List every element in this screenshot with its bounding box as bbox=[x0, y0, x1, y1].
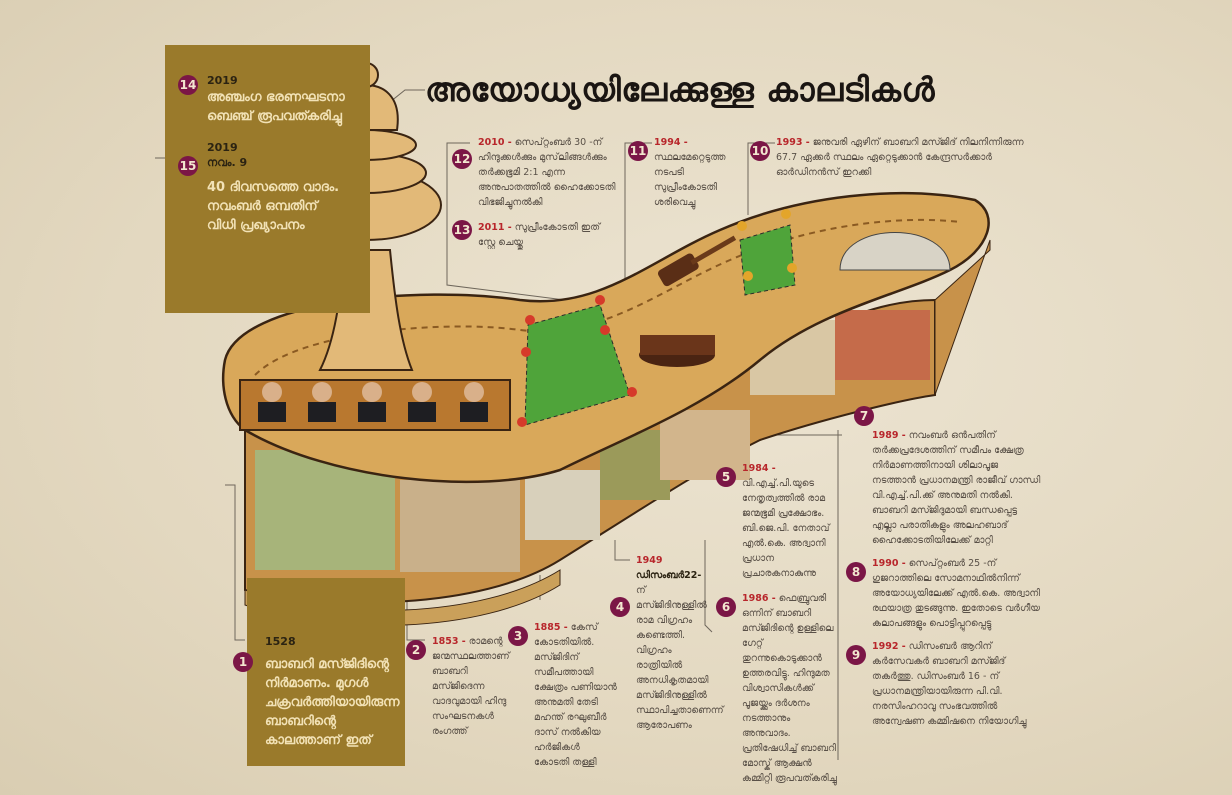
event-4-year: 1949 bbox=[636, 555, 663, 566]
gavel-icon bbox=[657, 235, 737, 287]
scene-demolition bbox=[835, 310, 930, 380]
badge-7: 7 bbox=[854, 406, 874, 426]
judges bbox=[258, 382, 488, 422]
badge-8: 8 bbox=[846, 562, 866, 582]
events-5-6-column: 5 1984 - വി.എച്ച്.പി.യുടെ നേതൃത്വത്തിൽ ര… bbox=[716, 461, 840, 786]
event-4: 4 1949 ഡിസംബർ22- ന് മസ്ജിദിനുള്ളിൽ രാമ വിഗ… bbox=[610, 553, 724, 733]
event-10: 10 1993 - ജനുവരി ഏഴിന് ബാബറി മസ്ജിദ് നില… bbox=[750, 135, 1031, 180]
event-5-year: 1984 - bbox=[742, 463, 776, 474]
event-3-column: 3 1885 - കേസ് കോടതിയിൽ. മസ്ജിദിന് സമീപത്… bbox=[508, 620, 618, 770]
acquired-land-plot bbox=[739, 224, 796, 296]
event-13-year: 2011 - bbox=[478, 222, 512, 233]
event-11-year: 1994 - bbox=[654, 137, 688, 148]
event-4-date: ഡിസംബർ22- bbox=[636, 570, 702, 581]
event-8-year: 1990 - bbox=[872, 558, 906, 569]
event-15-year: 2019 bbox=[207, 141, 238, 154]
event-3-year: 1885 - bbox=[534, 622, 568, 633]
event-4-text: ന് മസ്ജിദിനുള്ളിൽ രാമ വിഗ്രഹം കണ്ടെത്തി.… bbox=[636, 585, 724, 731]
history-scenes bbox=[255, 310, 930, 572]
event-9-text: ഡിസംബർ ആറിന് കർസേവകർ ബാബറി മസ്ജിദ് തകർത്… bbox=[872, 641, 1027, 727]
connector-line bbox=[704, 540, 713, 633]
scene-mosque-interior bbox=[400, 480, 520, 572]
connector-line bbox=[446, 142, 566, 301]
page-title: അയോധ്യയിലേക്കുള്ള കാലടികൾ bbox=[425, 70, 936, 109]
event-12: 12 2010 - സെപ്റ്റംബർ 30 -ന് ഹിന്ദുക്കൾക്… bbox=[452, 135, 618, 210]
event-10-column: 10 1993 - ജനുവരി ഏഴിന് ബാബറി മസ്ജിദ് നില… bbox=[750, 135, 1031, 180]
bottom-left-box: 1 1528 ബാബറി മസ്ജിദിന്റെ നിർമാണം. മുഗൾ ച… bbox=[233, 578, 405, 766]
event-14-text: അഞ്ചംഗ ഭരണഘടനാ ബെഞ്ച് രൂപവത്കരിച്ചു bbox=[207, 90, 345, 124]
event-14: 14 2019 അഞ്ചംഗ ഭരണഘടനാ ബെഞ്ച് രൂപവത്കരിച… bbox=[178, 73, 350, 126]
scene-court bbox=[525, 470, 600, 540]
location-pins-yellow bbox=[737, 209, 797, 281]
event-9: 9 1992 - ഡിസംബർ ആറിന് കർസേവകർ ബാബറി മസ്ജ… bbox=[846, 639, 1042, 729]
event-15-date: നവം. 9 bbox=[207, 156, 248, 169]
event-3: 3 1885 - കേസ് കോടതിയിൽ. മസ്ജിദിന് സമീപത്… bbox=[508, 620, 618, 770]
event-1: 1 1528 ബാബറി മസ്ജിദിന്റെ നിർമാണം. മുഗൾ ച… bbox=[233, 634, 400, 750]
event-15: 15 2019 നവം. 9 40 ദിവസത്തെ വാദം. നവംബർ ഒ… bbox=[178, 140, 350, 235]
event-11: 11 1994 - സ്ഥലമേറ്റെടുത്ത നടപടി സുപ്രീംക… bbox=[628, 135, 742, 210]
gavel-block-top bbox=[640, 335, 715, 355]
event-2-text: രാമന്റെ ജന്മസ്ഥലത്താണ് ബാബറി മസ്ജിദെന്ന … bbox=[432, 636, 510, 737]
event-3-text: കേസ് കോടതിയിൽ. മസ്ജിദിന് സമീപത്തായി ക്ഷേ… bbox=[534, 622, 617, 768]
event-8: 8 1990 - സെപ്റ്റംബർ 25 -ന് ഗുജറാത്തിലെ സ… bbox=[846, 556, 1042, 631]
event-2-year: 1853 - bbox=[432, 636, 466, 647]
event-12-text: സെപ്റ്റംബർ 30 -ന് ഹിന്ദുക്കൾക്കും മുസ്‌ല… bbox=[478, 137, 616, 208]
platform-end bbox=[934, 239, 991, 396]
events-7-8-9-column: 7 1989 - നവംബർ ഒൻപതിന് തർക്കപ്രദേശത്തിന്… bbox=[846, 406, 1042, 729]
connector-line bbox=[225, 484, 245, 641]
badge-12: 12 bbox=[452, 149, 472, 169]
event-4-column: 4 1949 ഡിസംബർ22- ന് മസ്ജിദിനുള്ളിൽ രാമ വിഗ… bbox=[610, 553, 724, 733]
event-7-year: 1989 - bbox=[872, 430, 906, 441]
event-13: 13 2011 - സുപ്രീംകോടതി ഇത് സ്റ്റേ ചെയ്തു bbox=[452, 220, 618, 250]
scene-leader bbox=[660, 410, 750, 480]
badge-1: 1 bbox=[233, 652, 253, 672]
event-6: 6 1986 - ഫെബ്രുവരി ഒന്നിന് ബാബറി മസ്ജിദി… bbox=[716, 591, 840, 786]
event-1-text: ബാബറി മസ്ജിദിന്റെ നിർമാണം. മുഗൾ ചക്രവർത്… bbox=[265, 657, 400, 748]
badge-9: 9 bbox=[846, 645, 866, 665]
event-13-text: സുപ്രീംകോടതി ഇത് സ്റ്റേ ചെയ്തു bbox=[478, 222, 601, 248]
badge-11: 11 bbox=[628, 141, 648, 161]
badge-4: 4 bbox=[610, 597, 630, 617]
event-10-year: 1993 - bbox=[776, 137, 810, 148]
badge-3: 3 bbox=[508, 626, 528, 646]
event-8-text: സെപ്റ്റംബർ 25 -ന് ഗുജറാത്തിലെ സോമനാഥിൽനി… bbox=[872, 558, 1040, 629]
event-5: 5 1984 - വി.എച്ച്.പി.യുടെ നേതൃത്വത്തിൽ ര… bbox=[716, 461, 840, 581]
top-left-box: 14 2019 അഞ്ചംഗ ഭരണഘടനാ ബെഞ്ച് രൂപവത്കരിച… bbox=[165, 45, 370, 313]
event-6-year: 1986 - bbox=[742, 593, 776, 604]
event-11-text: സ്ഥലമേറ്റെടുത്ത നടപടി സുപ്രീംകോടതി ശരിവെ… bbox=[654, 152, 726, 208]
badge-15: 15 bbox=[178, 156, 198, 176]
event-2-column: 2 1853 - രാമന്റെ ജന്മസ്ഥലത്താണ് ബാബറി മസ… bbox=[406, 634, 510, 739]
badge-14: 14 bbox=[178, 75, 198, 95]
event-7-text: നവംബർ ഒൻപതിന് തർക്കപ്രദേശത്തിന് സമീപം ക്… bbox=[872, 430, 1041, 546]
mosque-dome bbox=[839, 232, 951, 271]
badge-6: 6 bbox=[716, 597, 736, 617]
event-11-column: 11 1994 - സ്ഥലമേറ്റെടുത്ത നടപടി സുപ്രീംക… bbox=[628, 135, 742, 210]
events-12-13-column: 12 2010 - സെപ്റ്റംബർ 30 -ന് ഹിന്ദുക്കൾക്… bbox=[452, 135, 618, 250]
event-10-text: ജനുവരി ഏഴിന് ബാബറി മസ്ജിദ് നിലനിന്നിരുന്… bbox=[776, 137, 1024, 178]
badge-2: 2 bbox=[406, 640, 426, 660]
event-2: 2 1853 - രാമന്റെ ജന്മസ്ഥലത്താണ് ബാബറി മസ… bbox=[406, 634, 510, 739]
event-12-year: 2010 - bbox=[478, 137, 512, 148]
event-7: 7 1989 - നവംബർ ഒൻപതിന് തർക്കപ്രദേശത്തിന്… bbox=[854, 406, 1042, 548]
connector-line bbox=[614, 540, 630, 561]
event-9-year: 1992 - bbox=[872, 641, 906, 652]
event-14-year: 2019 bbox=[207, 74, 238, 87]
event-6-text: ഫെബ്രുവരി ഒന്നിന് ബാബറി മസ്ജിദിന്റെ ഉള്ള… bbox=[742, 593, 837, 784]
badge-10: 10 bbox=[750, 141, 770, 161]
event-1-year: 1528 bbox=[265, 635, 296, 648]
badge-13: 13 bbox=[452, 220, 472, 240]
event-15-text: 40 ദിവസത്തെ വാദം. നവംബർ ഒമ്പതിന് വിധി പ്… bbox=[207, 180, 340, 233]
badge-5: 5 bbox=[716, 467, 736, 487]
event-5-text: വി.എച്ച്.പി.യുടെ നേതൃത്വത്തിൽ രാമ ജന്മഭൂ… bbox=[742, 478, 830, 579]
location-pins bbox=[517, 295, 637, 427]
